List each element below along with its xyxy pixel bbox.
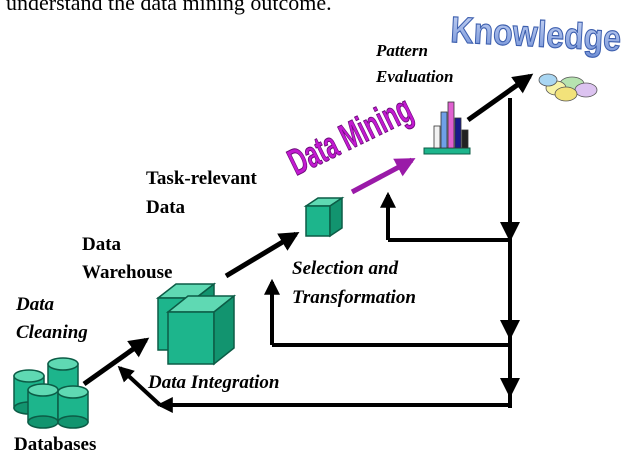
task-relevant-label-1: Task-relevant bbox=[146, 168, 258, 189]
knowledge-label: Knowledge bbox=[450, 10, 622, 59]
database-cylinder-icon bbox=[27, 383, 59, 429]
spine-arrowheads bbox=[500, 222, 520, 398]
data-cleaning-label-2: Cleaning bbox=[16, 322, 88, 343]
data-warehouse-label-1: Data bbox=[82, 234, 122, 255]
data-integration-label: Data Integration bbox=[147, 372, 279, 393]
task-relevant-label-2: Data bbox=[146, 197, 186, 218]
pattern-evaluation-label-1: Pattern bbox=[375, 41, 428, 60]
bar-chart-icon bbox=[423, 101, 471, 155]
pattern-evaluation-label-2: Evaluation bbox=[375, 67, 453, 86]
data-warehouse-icon bbox=[155, 282, 237, 366]
process-arrows bbox=[82, 73, 534, 387]
knowledge-gems-icon bbox=[538, 73, 598, 102]
data-warehouse-label-2: Warehouse bbox=[82, 262, 172, 283]
selection-label-1: Selection and bbox=[292, 258, 399, 279]
database-cylinder-icon bbox=[57, 385, 89, 429]
feedback-loops bbox=[117, 98, 512, 413]
databases-icon bbox=[13, 357, 89, 429]
selection-label-2: Transformation bbox=[292, 287, 416, 308]
databases-label: Databases bbox=[14, 434, 96, 455]
task-relevant-data-cube-icon bbox=[303, 196, 345, 238]
data-mining-arrow bbox=[350, 157, 416, 195]
cube-icon bbox=[165, 294, 237, 366]
data-cleaning-label-1: Data bbox=[15, 294, 55, 315]
caption-text: understand the data mining outcome. bbox=[6, 0, 332, 15]
